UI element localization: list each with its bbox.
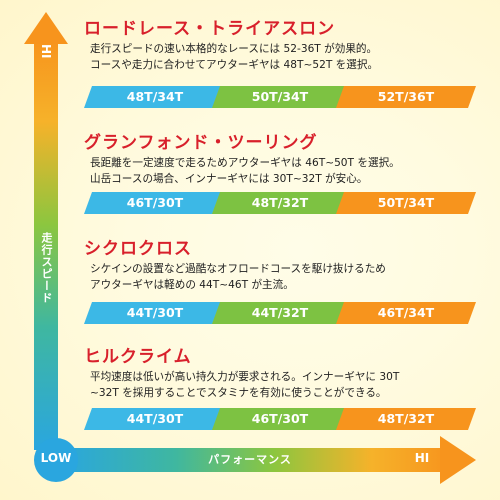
section-desc-line: アウターギヤは軽めの 44T~46T が主流。: [90, 279, 294, 291]
section-title: グランフォンド・ツーリング: [84, 133, 318, 153]
section-title: シクロクロス: [84, 239, 192, 259]
gear-ratio-green: 44T/32T: [212, 302, 348, 324]
section-desc-line: ~32T を採用することでスタミナを有効に使うことができる。: [90, 387, 387, 399]
section-gran-fondo: グランフォンド・ツーリング 長距離を一定速度で走るためアウターギヤは 46T~5…: [84, 128, 484, 214]
gear-ratio-orange: 52T/36T: [336, 86, 476, 108]
horizontal-axis-bar: [58, 448, 450, 472]
section-desc-line: コースや走力に合わせてアウターギヤは 48T~52T を選択。: [90, 59, 379, 71]
gear-ratio-blue: 44T/30T: [84, 302, 226, 324]
gear-ratio-orange: 50T/34T: [336, 192, 476, 214]
section-desc-line: シケインの設置など過酷なオフロードコースを駆け抜けるため: [90, 263, 386, 275]
section-desc-line: 走行スピードの速い本格的なレースには 52-36T が効果的。: [90, 43, 378, 55]
vertical-axis-arrowhead: [24, 12, 68, 44]
gear-ratio-green: 46T/30T: [212, 408, 348, 430]
section-title: ロードレース・トライアスロン: [84, 19, 336, 39]
gear-ratio-orange: 46T/34T: [336, 302, 476, 324]
gear-ratio-bar: 44T/30T 46T/30T 48T/32T: [84, 408, 484, 430]
section-cyclocross: シクロクロス シケインの設置など過酷なオフロードコースを駆け抜けるため アウター…: [84, 234, 484, 324]
gear-ratio-bar: 48T/34T 50T/34T 52T/36T: [84, 86, 484, 108]
gear-ratio-orange: 48T/32T: [336, 408, 476, 430]
gear-ratio-blue: 44T/30T: [84, 408, 226, 430]
vertical-axis-hi-label: HI: [39, 44, 53, 59]
gear-ratio-green: 50T/34T: [212, 86, 348, 108]
origin-low-label: LOW: [40, 451, 72, 465]
section-desc-line: 長距離を一定速度で走るためアウターギヤは 46T~50T を選択。: [90, 157, 400, 169]
gear-ratio-bar: 46T/30T 48T/32T 50T/34T: [84, 192, 484, 214]
section-desc-line: 平均速度は低いが高い持久力が要求される。インナーギヤに 30T: [90, 371, 400, 383]
horizontal-axis-label: パフォーマンス: [208, 453, 292, 466]
origin-circle: [34, 438, 78, 482]
vertical-axis-bar: [34, 40, 58, 450]
section-desc-line: 山岳コースの場合、インナーギヤには 30T~32T が安心。: [90, 173, 368, 185]
gear-ratio-green: 48T/32T: [212, 192, 348, 214]
horizontal-axis-arrowhead: [440, 436, 476, 484]
section-hill-climb: ヒルクライム 平均速度は低いが高い持久力が要求される。インナーギヤに 30T ~…: [84, 342, 484, 430]
vertical-axis-label: 走行スピード: [40, 232, 53, 304]
section-road-race: ロードレース・トライアスロン 走行スピードの速い本格的なレースには 52-36T…: [84, 14, 484, 108]
gear-ratio-blue: 48T/34T: [84, 86, 226, 108]
horizontal-axis-hi-label: HI: [414, 451, 430, 465]
section-title: ヒルクライム: [84, 347, 192, 367]
gear-ratio-bar: 44T/30T 44T/32T 46T/34T: [84, 302, 484, 324]
gear-ratio-blue: 46T/30T: [84, 192, 226, 214]
